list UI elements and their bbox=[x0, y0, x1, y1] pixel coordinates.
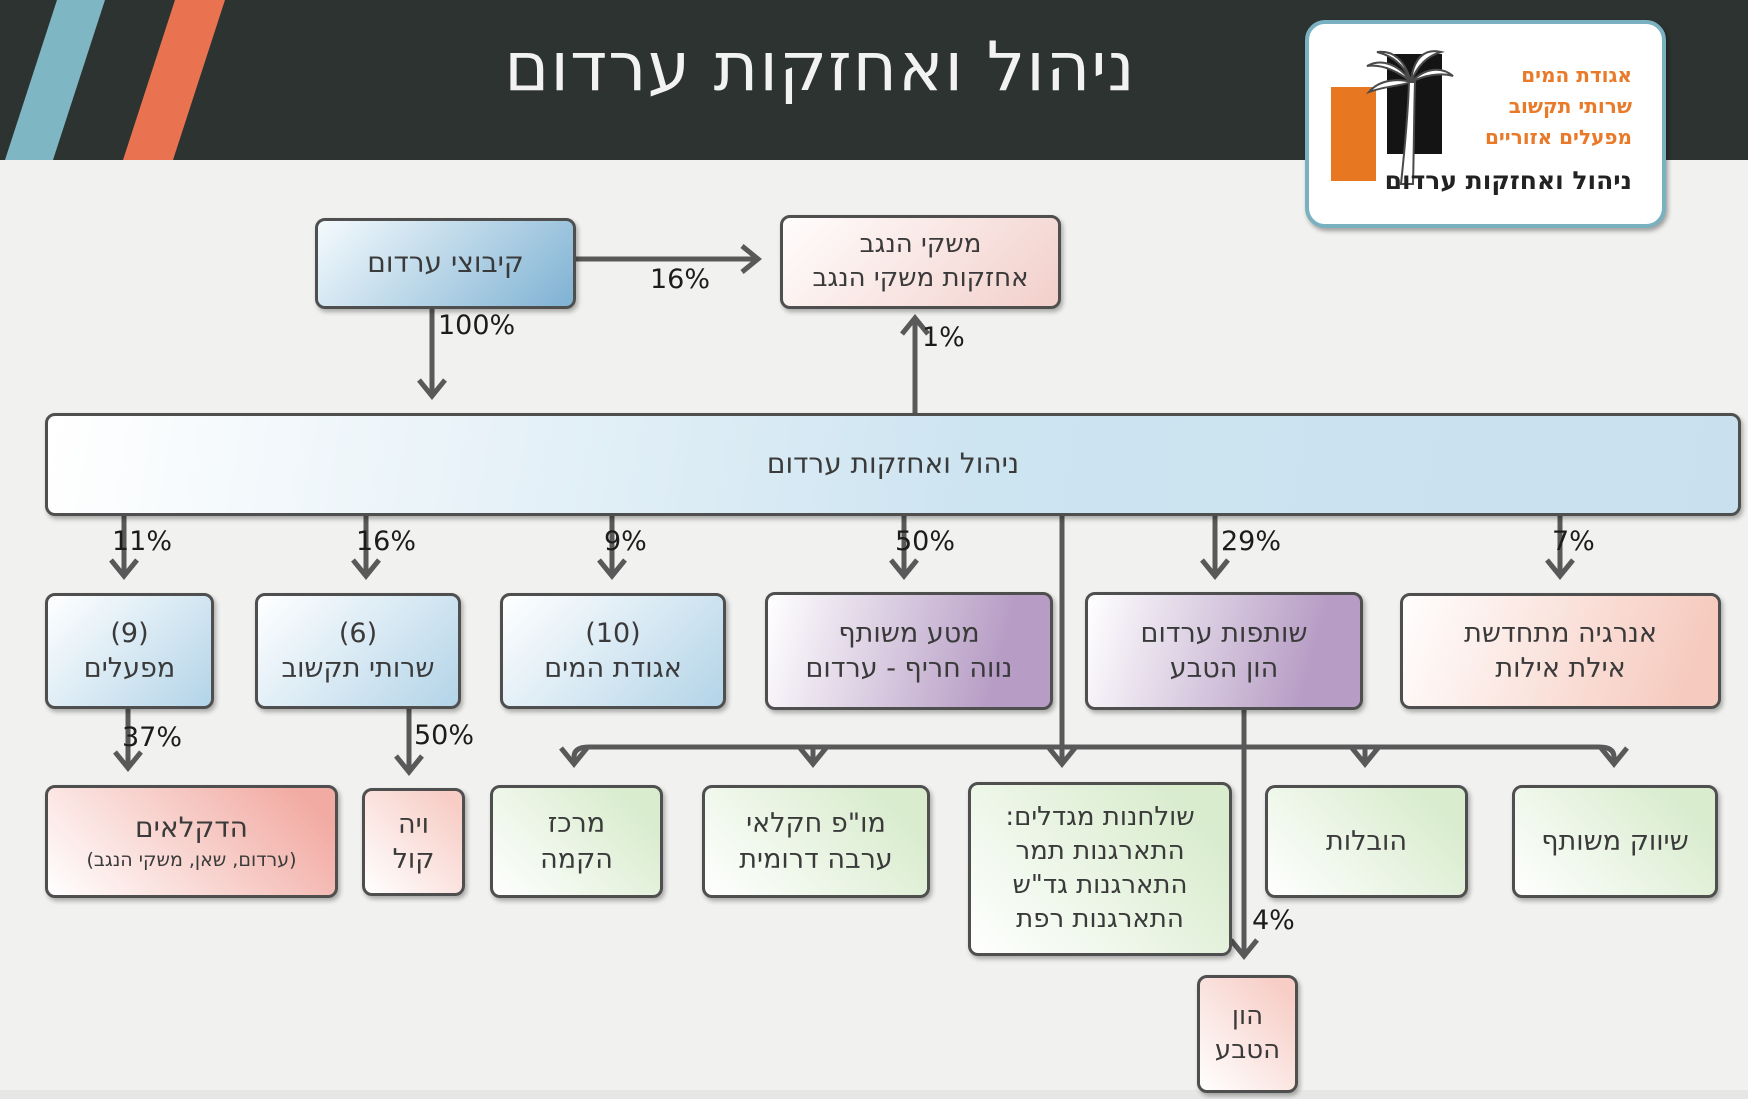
node-mop-haklai: מו"פ חקלאי ערבה דרומית bbox=[702, 785, 930, 898]
node-shutafut-ardom: שותפות ערדום הון הטבע bbox=[1085, 592, 1363, 710]
edge-label-band-to-tikshuv: 16% bbox=[356, 526, 417, 557]
page-title: ניהול ואחזקות ערדום bbox=[504, 28, 1136, 107]
logo-line-1: אגודת המים bbox=[1521, 63, 1632, 87]
node-hadkelaim: הדקלאים (ערדום, שאן, משקי הנגב) bbox=[45, 785, 338, 898]
node-mata-meshutaf: מטע משותף נווה חריף - ערדום bbox=[765, 592, 1053, 710]
node-hon-hateva: הון הטבע bbox=[1197, 975, 1298, 1093]
logo-orange-rect bbox=[1331, 87, 1376, 181]
edge-label-kib-to-mishkei: 16% bbox=[650, 264, 711, 295]
logo-line-2: שרותי תקשוב bbox=[1508, 94, 1632, 118]
edge-label-band-to-mata: 50% bbox=[895, 526, 956, 557]
logo-org-lines: אגודת המים שרותי תקשוב מפעלים אזוריים bbox=[1485, 60, 1632, 153]
node-hovalot: הובלות bbox=[1265, 785, 1468, 898]
edge-label-band-to-energia: 7% bbox=[1552, 526, 1595, 557]
node-energia-mitchadeshet: אנרגיה מתחדשת אילת אילות bbox=[1400, 593, 1721, 709]
edge-label-kib-to-band: 100% bbox=[438, 310, 516, 341]
edge-label-band-to-mishkei: 1% bbox=[922, 322, 965, 353]
hadkelaim-subtitle: (ערדום, שאן, משקי הנגב) bbox=[86, 849, 297, 872]
node-mifalim: (9) מפעלים bbox=[45, 593, 214, 709]
logo-title: ניהול ואחזקות ערדום bbox=[1384, 166, 1632, 195]
edge-label-tikshuv-to-viakol: 50% bbox=[414, 720, 475, 751]
node-shivuk-meshutaf: שיווק משותף bbox=[1512, 785, 1718, 898]
logo-line-3: מפעלים אזוריים bbox=[1484, 125, 1632, 149]
bottom-strip bbox=[0, 1090, 1748, 1099]
company-logo: אגודת המים שרותי תקשוב מפעלים אזוריים ני… bbox=[1305, 20, 1666, 228]
node-agudat-hamayim: (10) אגודת המים bbox=[500, 593, 726, 709]
edge-label-mifalim-to-hadkelaim: 37% bbox=[122, 722, 183, 753]
node-mishkei-hanegev: משקי הנגב אחזקות משקי הנגב bbox=[780, 215, 1061, 309]
node-shulchanot-megadlim: שולחנות מגדלים: התארגנות תמר התארגנות גד… bbox=[968, 782, 1232, 956]
node-nihul-veachzakot-ardom: ניהול ואחזקות ערדום bbox=[45, 413, 1741, 516]
node-sherutei-tikshuv: (6) שרותי תקשוב bbox=[255, 593, 461, 709]
edge-label-band-to-shutafut: 29% bbox=[1221, 526, 1282, 557]
edge-label-band-to-agudat: 9% bbox=[604, 526, 647, 557]
edge-label-shutafut-to-hon: 4% bbox=[1252, 905, 1295, 936]
node-via-kol: ויה קול bbox=[362, 788, 465, 896]
node-kibbutzei-ardom: קיבוצי ערדום bbox=[315, 218, 576, 309]
edge-label-band-to-mifalim: 11% bbox=[112, 526, 173, 557]
palm-tree-icon bbox=[1365, 50, 1454, 185]
hadkelaim-title: הדקלאים bbox=[135, 810, 248, 844]
node-merkaz-hakama: מרכז הקמה bbox=[490, 785, 663, 898]
